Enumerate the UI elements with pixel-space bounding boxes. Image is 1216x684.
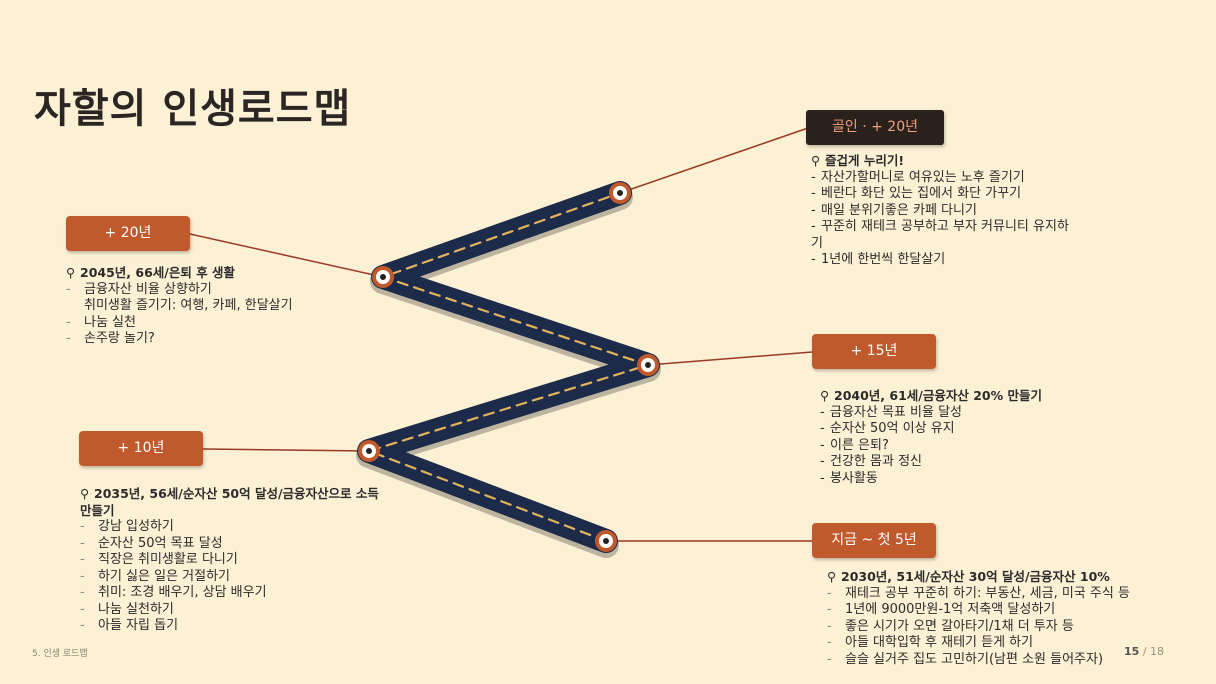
map-pin-icon: ⚲	[820, 388, 830, 403]
list-item: -나눔 실천	[66, 314, 136, 330]
tag-15y: + 15년	[812, 334, 936, 369]
map-pin-icon: ⚲	[811, 153, 821, 168]
list-item: -건강한 몸과 정신	[820, 454, 922, 469]
goal-list: -자산가할머니로 여유있는 노후 즐기기 -베란다 화단 있는 집에서 화단 가…	[811, 170, 1081, 269]
tag-now: 지금 ~ 첫 5년	[812, 523, 936, 558]
tag-10y: + 10년	[79, 431, 203, 466]
list-item: -아들 자립 돕기	[80, 618, 179, 633]
list-item: -봉사활동	[820, 470, 878, 486]
list-item: -금융자산 비율 상향하기	[66, 281, 212, 297]
y20-list: -금융자산 비율 상향하기 취미생활 즐기기: 여행, 카페, 한달살기 -나눔…	[66, 282, 366, 348]
list-item: -아들 대학입학 후 재테기 듣게 하기	[827, 635, 1034, 650]
list-item: -꾸준히 재테크 공부하고 부자 커뮤니티 유지하기	[811, 219, 1069, 251]
connector-goal	[619, 127, 809, 194]
node-20y	[372, 266, 394, 288]
road-path	[357, 181, 660, 553]
list-item: -금융자산 목표 비율 달성	[820, 404, 962, 420]
list-item: -매일 분위기좋은 카페 다니기	[811, 202, 977, 218]
list-item: -취미: 조경 배우기, 상담 배우기	[80, 585, 267, 600]
list-item: -나눔 실천하기	[80, 601, 174, 617]
tag-goal: 골인 · + 20년	[806, 110, 944, 145]
list-item: -하기 싫은 일은 거절하기	[80, 568, 230, 584]
page-total: 18	[1150, 645, 1165, 658]
list-item: -순자산 50억 목표 달성	[80, 535, 223, 551]
footer-section-label: 5. 인생 로드맵	[32, 649, 88, 659]
map-pin-icon: ⚲	[827, 569, 837, 584]
list-item: -손주랑 놀기?	[66, 331, 155, 346]
list-item: -1년에 한번씩 한달살기	[811, 252, 946, 267]
goal-heading: ⚲즐겁게 누리기!	[811, 153, 905, 168]
page-current: 15	[1124, 645, 1140, 658]
map-pin-icon: ⚲	[80, 486, 90, 501]
y20-heading: ⚲2045년, 66세/은퇴 후 생활	[66, 265, 236, 280]
y15-heading: ⚲2040년, 61세/금융자산 20% 만들기	[820, 388, 1042, 403]
y15-list: -금융자산 목표 비율 달성 -순자산 50억 이상 유지 -이른 은퇴? -건…	[820, 405, 1080, 488]
connector-20y	[189, 233, 384, 278]
y10-list: -강남 입성하기 -순자산 50억 목표 달성 -직장은 취미생활로 다니기 -…	[80, 519, 385, 635]
node-goal	[609, 182, 631, 204]
page-number: 15 / 18	[1124, 645, 1164, 658]
list-item: -베란다 화단 있는 집에서 화단 가꾸기	[811, 186, 1022, 201]
now-heading: ⚲2030년, 51세/순자산 30억 달성/금융자산 10%	[827, 569, 1110, 584]
list-item: 취미생활 즐기기: 여행, 카페, 한달살기	[84, 298, 293, 313]
connector-10y	[202, 448, 370, 452]
now-list: -재테크 공부 꾸준히 하기: 부동산, 세금, 미국 주식 등 -1년에 90…	[827, 586, 1207, 669]
list-item: -슬슬 실거주 집도 고민하기(남편 소원 들어주자)	[827, 651, 1104, 667]
node-10y	[358, 440, 380, 462]
y20-details: ⚲2045년, 66세/은퇴 후 생활 -금융자산 비율 상향하기 취미생활 즐…	[66, 265, 366, 348]
y10-heading: ⚲2035년, 56세/순자산 50억 달성/금융자산으로 소득 만들기	[80, 486, 379, 518]
list-item: -자산가할머니로 여유있는 노후 즐기기	[811, 169, 1025, 185]
map-pin-icon: ⚲	[66, 265, 76, 280]
list-item: -1년에 9000만원-1억 저축액 달성하기	[827, 602, 1056, 617]
page-title: 자할의 인생로드맵	[34, 86, 352, 132]
y15-details: ⚲2040년, 61세/금융자산 20% 만들기 -금융자산 목표 비율 달성 …	[820, 388, 1080, 487]
list-item: -순자산 50억 이상 유지	[820, 421, 955, 436]
tag-20y: + 20년	[66, 216, 190, 251]
goal-details: ⚲즐겁게 누리기! -자산가할머니로 여유있는 노후 즐기기 -베란다 화단 있…	[811, 153, 1081, 269]
page-separator: /	[1142, 645, 1147, 658]
now-details: ⚲2030년, 51세/순자산 30억 달성/금융자산 10% -재테크 공부 …	[827, 569, 1207, 668]
list-item: -직장은 취미생활로 다니기	[80, 552, 238, 567]
list-item: -좋은 시기가 오면 갈아타기/1채 더 투자 등	[827, 618, 1074, 634]
list-item: -이른 은퇴?	[820, 437, 889, 453]
list-item: -재테크 공부 꾸준히 하기: 부동산, 세금, 미국 주식 등	[827, 585, 1130, 601]
node-now	[595, 530, 617, 552]
list-item: -강남 입성하기	[80, 519, 174, 534]
node-15y	[637, 354, 659, 376]
connector-15y	[647, 351, 813, 366]
y10-details: ⚲2035년, 56세/순자산 50억 달성/금융자산으로 소득 만들기 -강남…	[80, 486, 385, 635]
